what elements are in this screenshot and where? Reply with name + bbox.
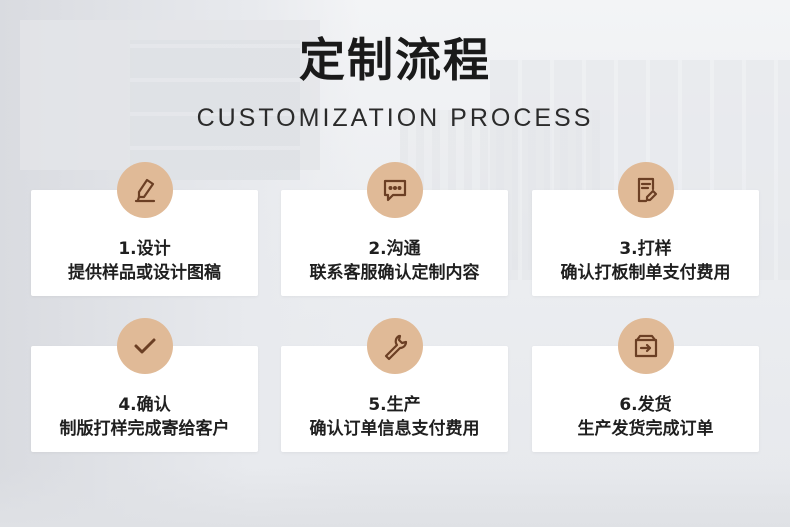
step-description: 生产发货完成订单	[577, 419, 714, 439]
step-card-confirm: 4.确认 制版打样完成寄给客户	[31, 318, 258, 452]
delivery-box-icon	[618, 318, 674, 374]
step-card-design: 1.设计 提供样品或设计图稿	[31, 162, 258, 296]
step-description: 提供样品或设计图稿	[68, 263, 221, 283]
page-title: 定制流程	[299, 33, 491, 87]
step-title: 5.生产	[368, 395, 421, 415]
step-description: 确认订单信息支付费用	[309, 419, 480, 439]
step-title: 2.沟通	[368, 239, 421, 259]
step-title: 4.确认	[118, 395, 171, 415]
step-card-produce: 5.生产 确认订单信息支付费用	[281, 318, 508, 452]
step-title: 3.打样	[619, 239, 672, 259]
document-edit-icon	[618, 162, 674, 218]
pen-icon	[117, 162, 173, 218]
background-ground	[0, 467, 790, 527]
step-description: 联系客服确认定制内容	[309, 263, 480, 283]
background-boxes	[130, 40, 300, 180]
step-description: 确认打板制单支付费用	[560, 263, 731, 283]
step-card-communicate: 2.沟通 联系客服确认定制内容	[281, 162, 508, 296]
checkmark-icon	[117, 318, 173, 374]
page-subtitle: CUSTOMIZATION PROCESS	[196, 104, 594, 132]
step-card-ship: 6.发货 生产发货完成订单	[532, 318, 759, 452]
step-title: 1.设计	[118, 239, 171, 259]
step-card-sample: 3.打样 确认打板制单支付费用	[532, 162, 759, 296]
wrench-icon	[367, 318, 423, 374]
step-description: 制版打样完成寄给客户	[59, 419, 230, 439]
chat-icon	[367, 162, 423, 218]
step-title: 6.发货	[619, 395, 672, 415]
